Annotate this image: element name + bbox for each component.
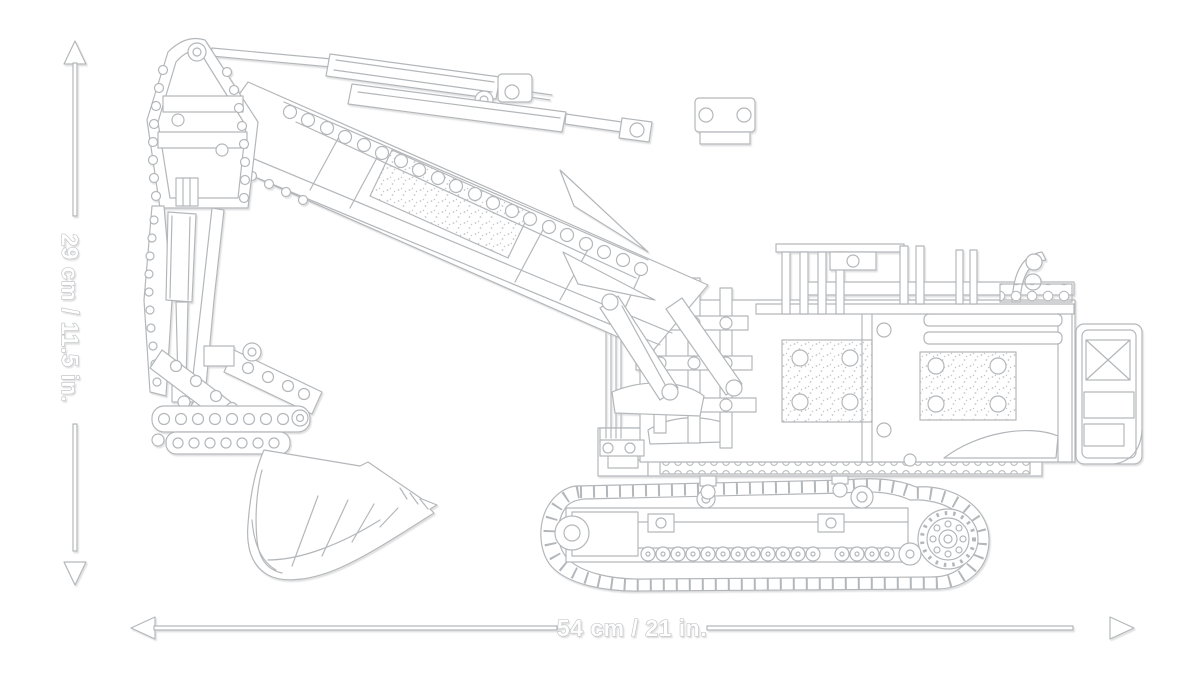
bucket-linkage bbox=[149, 342, 323, 455]
counterweight bbox=[1075, 323, 1143, 465]
road-wheels bbox=[640, 546, 895, 562]
width-dimension-label: 54 cm / 21 in. bbox=[557, 615, 707, 641]
boom-apex-frame bbox=[146, 37, 259, 209]
arrow-left-icon bbox=[130, 616, 156, 640]
bucket bbox=[247, 449, 438, 581]
crawler-tracks bbox=[540, 478, 990, 592]
drive-sprocket bbox=[917, 508, 979, 570]
height-dimension-label: 29 cm / 11.5 in. bbox=[57, 233, 83, 402]
width-dimension bbox=[130, 616, 1135, 640]
arrow-down-icon bbox=[63, 561, 87, 586]
boom-cylinders-top bbox=[210, 47, 756, 145]
arrow-up-icon bbox=[63, 40, 87, 65]
arrow-right-icon bbox=[1109, 616, 1135, 640]
boom-lift-cylinders bbox=[599, 293, 743, 401]
height-dimension bbox=[63, 40, 87, 586]
cab-structure bbox=[755, 243, 1075, 315]
boom-pinholes bbox=[282, 104, 649, 277]
boom bbox=[197, 81, 709, 353]
